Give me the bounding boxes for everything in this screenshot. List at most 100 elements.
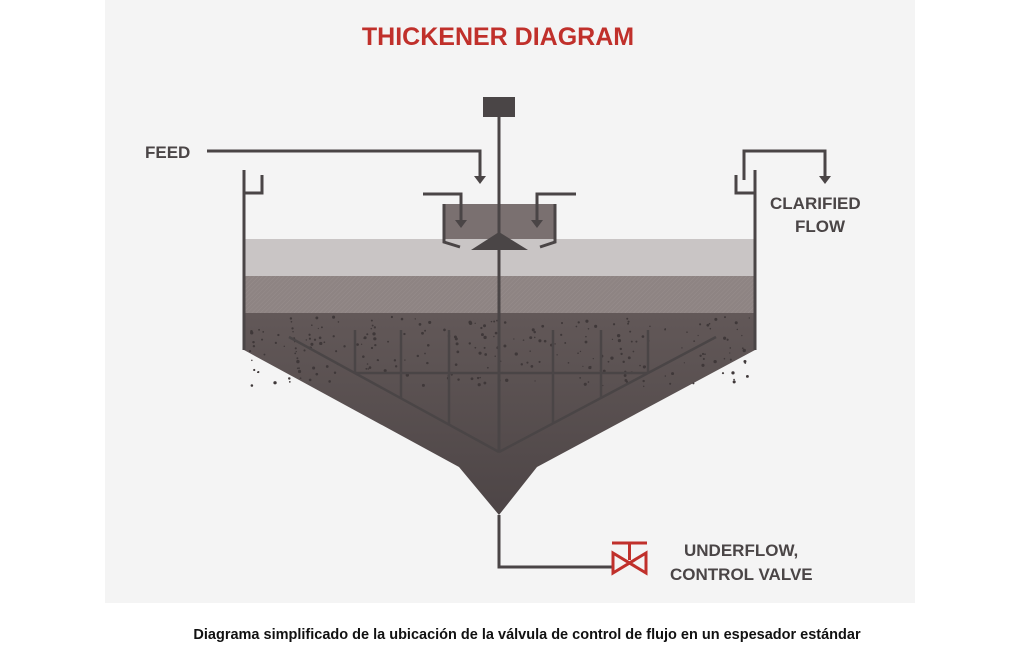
particle [400, 317, 404, 321]
particle [543, 339, 547, 343]
particle [426, 343, 430, 347]
particle [642, 365, 646, 369]
particle [702, 357, 705, 360]
particle [486, 366, 489, 369]
particle [290, 320, 293, 323]
particle [428, 320, 432, 324]
particle [476, 376, 480, 380]
particle [390, 315, 394, 319]
particle [617, 339, 622, 343]
particle [250, 331, 254, 335]
particle [313, 338, 317, 341]
particle [368, 366, 372, 369]
particle [733, 378, 735, 381]
particle [370, 319, 373, 322]
particle [474, 346, 477, 349]
particle [404, 359, 406, 361]
feed-arrow-icon [531, 220, 543, 228]
particle [741, 334, 743, 337]
particle [296, 357, 299, 360]
particle [627, 356, 631, 360]
feed-arrow-icon [474, 176, 486, 184]
particle [575, 325, 578, 328]
particle [721, 372, 725, 375]
particle [328, 380, 331, 383]
particle [564, 342, 567, 344]
particle [494, 331, 498, 335]
particle [483, 346, 486, 349]
particle [529, 336, 533, 340]
particle [585, 335, 587, 338]
rake-arm-right [498, 335, 717, 454]
particle [729, 347, 732, 349]
particle [418, 322, 422, 326]
particle [483, 324, 487, 328]
particle [480, 326, 483, 330]
underflow-label: UNDERFLOW, [684, 541, 798, 560]
particle [611, 338, 614, 341]
figure-caption: Diagrama simplificado de la ubicación de… [193, 627, 861, 643]
particle [560, 333, 563, 336]
particle [513, 338, 515, 340]
particle [477, 383, 481, 387]
particle [372, 332, 376, 336]
particle [493, 335, 495, 338]
particle [383, 369, 387, 373]
feed-arrow-icon [455, 220, 467, 228]
particle [298, 367, 300, 370]
particle [263, 353, 266, 356]
deflector-cone [471, 232, 528, 250]
particle [577, 352, 579, 355]
particle [627, 322, 630, 325]
rake-arms [288, 330, 717, 454]
particle [649, 325, 651, 328]
particle [699, 354, 702, 357]
particle [421, 383, 425, 387]
particle [421, 331, 424, 335]
particle [414, 318, 416, 320]
particle [474, 322, 476, 324]
particle [294, 347, 297, 350]
particle [377, 359, 380, 362]
particle [337, 321, 340, 323]
particle [393, 359, 397, 362]
particle [602, 384, 604, 387]
particle [664, 328, 667, 331]
particle [701, 363, 705, 367]
sludge-particles [248, 315, 750, 388]
particle [308, 378, 312, 382]
particle [533, 330, 536, 334]
particle [403, 332, 406, 336]
particle [713, 359, 717, 364]
particle [577, 321, 580, 324]
diagram-title: THICKENER DIAGRAM [362, 23, 634, 51]
particle [686, 331, 688, 333]
particle [533, 336, 536, 339]
particle [387, 340, 390, 343]
particle [416, 354, 420, 358]
particle [370, 346, 374, 350]
particle [288, 380, 291, 383]
particle [723, 336, 727, 340]
particle [602, 369, 606, 373]
particle [567, 362, 570, 364]
particle [319, 341, 323, 346]
clarified-flow-label: FLOW [795, 217, 846, 236]
particle [514, 352, 518, 356]
particle [587, 327, 590, 330]
particle [294, 352, 297, 355]
particle [315, 316, 319, 320]
control-valve-icon[interactable] [611, 541, 648, 576]
particle [320, 326, 323, 329]
particle [709, 327, 712, 330]
particle [745, 374, 749, 378]
particle [424, 329, 427, 332]
control-valve-label: CONTROL VALVE [670, 565, 813, 584]
particle [308, 337, 312, 340]
particle [468, 320, 472, 324]
particle [343, 345, 346, 348]
clarified-flow-label: CLARIFIED [770, 194, 861, 213]
particle [556, 354, 558, 356]
particle [641, 335, 645, 338]
particle [585, 319, 589, 323]
